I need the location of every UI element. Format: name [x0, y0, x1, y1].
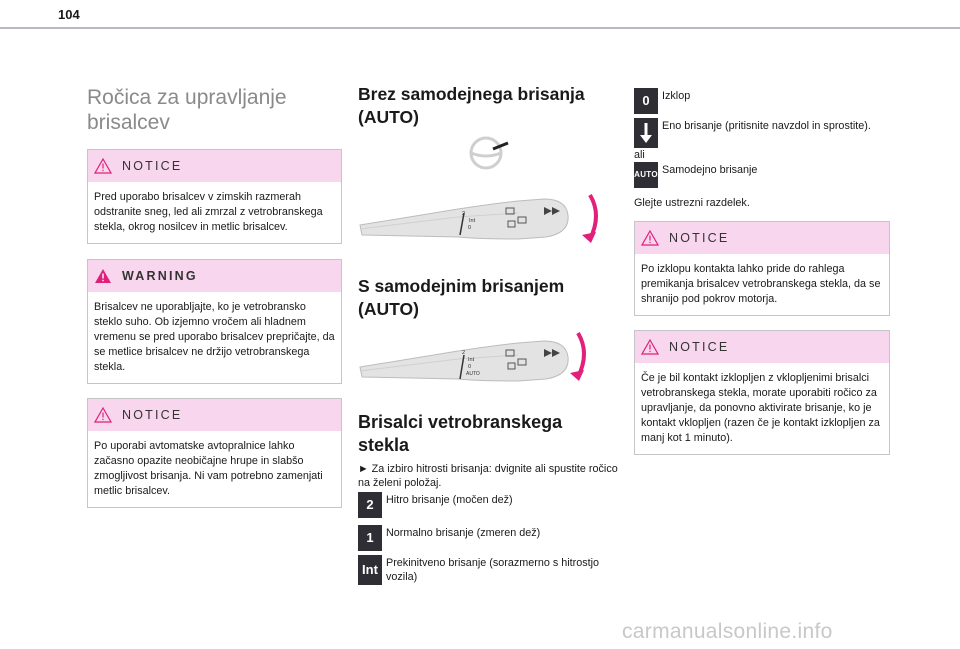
speed-intro: ► Za izbiro hitrosti brisanja: dvignite … [358, 463, 618, 489]
notice-header: NOTICE [88, 150, 341, 182]
notice-header: NOTICE [88, 399, 341, 431]
warning-triangle-icon [95, 269, 111, 283]
speed-1-icon: 1 [358, 525, 382, 551]
wiper-stalk-auto-illustration: 2 Int 0 AUTO [359, 331, 586, 382]
page-title-line2: brisalcev [87, 111, 170, 134]
heading-no-auto-line1: Brez samodejnega brisanja [358, 84, 585, 104]
notice-label: NOTICE [669, 231, 730, 245]
notice-triangle-icon [94, 158, 112, 174]
stalk-label-2: 2 [462, 211, 465, 217]
notice-triangle-icon [94, 407, 112, 423]
notice-text: Če je bil kontakt izklopljen z vklopljen… [641, 372, 880, 444]
column-right: 0 Izklop Eno brisanje (pritisnite navzdo… [634, 40, 890, 455]
notice-label: NOTICE [122, 159, 183, 173]
mode-off-text: Izklop [662, 90, 691, 102]
speed-row-fast: 2 Hitro brisanje (močen dež) [358, 492, 620, 518]
stalk-label-int: Int [468, 357, 475, 363]
or-label: ali [634, 149, 645, 161]
warning-text: Brisalcev ne uporabljajte, ko je vetrobr… [94, 301, 335, 373]
column-left: Ročica za upravljanje brisalcev NOTICE P… [87, 40, 342, 508]
stalk-label-2: 2 [462, 350, 465, 356]
stalk-label-0: 0 [468, 364, 471, 370]
notice-text: Po izklopu kontakta lahko pride do rahle… [641, 263, 881, 305]
steering-wheel-icon [469, 136, 509, 170]
off-0-icon: 0 [634, 88, 658, 114]
heading-windscreen-line1: Brisalci vetrobranskega [358, 412, 563, 432]
notice-box-winter: NOTICE Pred uporabo brisalcev v zimskih … [87, 149, 342, 244]
warning-header: WARNING [88, 260, 341, 292]
stalk-label-int: Int [469, 218, 476, 224]
mode-row-single: Eno brisanje (pritisnite navzdol in spro… [634, 118, 890, 148]
stalk-label-0: 0 [468, 225, 471, 231]
speed-row-int: Int Prekinitveno brisanje (sorazmerno s … [358, 555, 620, 585]
notice-box-reactivate: NOTICE Če je bil kontakt izklopljen z vk… [634, 330, 890, 455]
page-title-line1: Ročica za upravljanje [87, 86, 287, 109]
mode-row-auto: AUTO Samodejno brisanje [634, 162, 890, 188]
heading-with-auto-line1: S samodejnim brisanjem [358, 276, 565, 296]
notice-triangle-icon [641, 339, 659, 355]
page-number: 104 [58, 7, 80, 22]
speed-2-icon: 2 [358, 492, 382, 518]
column-middle: Brez samodejnega brisanja (AUTO) 2 Int 0… [358, 40, 620, 585]
heading-with-auto-line2: (AUTO) [358, 299, 419, 319]
heading-no-auto: Brez samodejnega brisanja (AUTO) [358, 83, 620, 129]
watermark: carmanualsonline.info [622, 620, 833, 643]
down-arrow-icon [634, 118, 658, 148]
warning-label: WARNING [122, 269, 198, 283]
speed-int-icon: Int [358, 555, 382, 585]
heading-windscreen-wipers: Brisalci vetrobranskega stekla [358, 411, 620, 457]
wiper-symbols-icon [505, 349, 560, 370]
notice-text: Po uporabi avtomatske avtopralnice lahko… [94, 440, 323, 497]
notice-box-ignition-off: NOTICE Po izklopu kontakta lahko pride d… [634, 221, 890, 316]
notice-text: Pred uporabo brisalcev v zimskih razmera… [94, 191, 323, 233]
notice-box-carwash: NOTICE Po uporabi avtomatske avtopralnic… [87, 398, 342, 508]
mode-row-off: 0 Izklop [634, 88, 890, 114]
wiper-symbols-icon [505, 207, 560, 228]
see-section-text: Glejte ustrezni razdelek. [634, 197, 750, 209]
heading-no-auto-line2: (AUTO) [358, 107, 419, 127]
auto-icon: AUTO [634, 162, 658, 188]
top-rule [0, 27, 960, 29]
page-title: Ročica za upravljanje brisalcev [87, 85, 342, 135]
heading-windscreen-line2: stekla [358, 435, 410, 455]
notice-header: NOTICE [635, 222, 889, 254]
speed-normal-text: Normalno brisanje (zmeren dež) [386, 527, 541, 539]
stalk-label-auto: AUTO [466, 371, 480, 377]
notice-header: NOTICE [635, 331, 889, 363]
speed-fast-text: Hitro brisanje (močen dež) [386, 494, 513, 506]
mode-auto-text: Samodejno brisanje [662, 164, 758, 176]
stalk-scale: 2 Int 0 [459, 211, 476, 236]
notice-label: NOTICE [669, 340, 730, 354]
heading-with-auto: S samodejnim brisanjem (AUTO) [358, 275, 620, 321]
warning-box-dry-glass: WARNING Brisalcev ne uporabljajte, ko je… [87, 259, 342, 384]
speed-row-normal: 1 Normalno brisanje (zmeren dež) [358, 525, 620, 551]
mode-single-text: Eno brisanje (pritisnite navzdol in spro… [662, 120, 871, 132]
notice-triangle-icon [641, 230, 659, 246]
speed-int-text: Prekinitveno brisanje (sorazmerno s hitr… [386, 557, 600, 583]
notice-label: NOTICE [122, 408, 183, 422]
wiper-stalk-illustration: 2 Int 0 [359, 136, 598, 243]
